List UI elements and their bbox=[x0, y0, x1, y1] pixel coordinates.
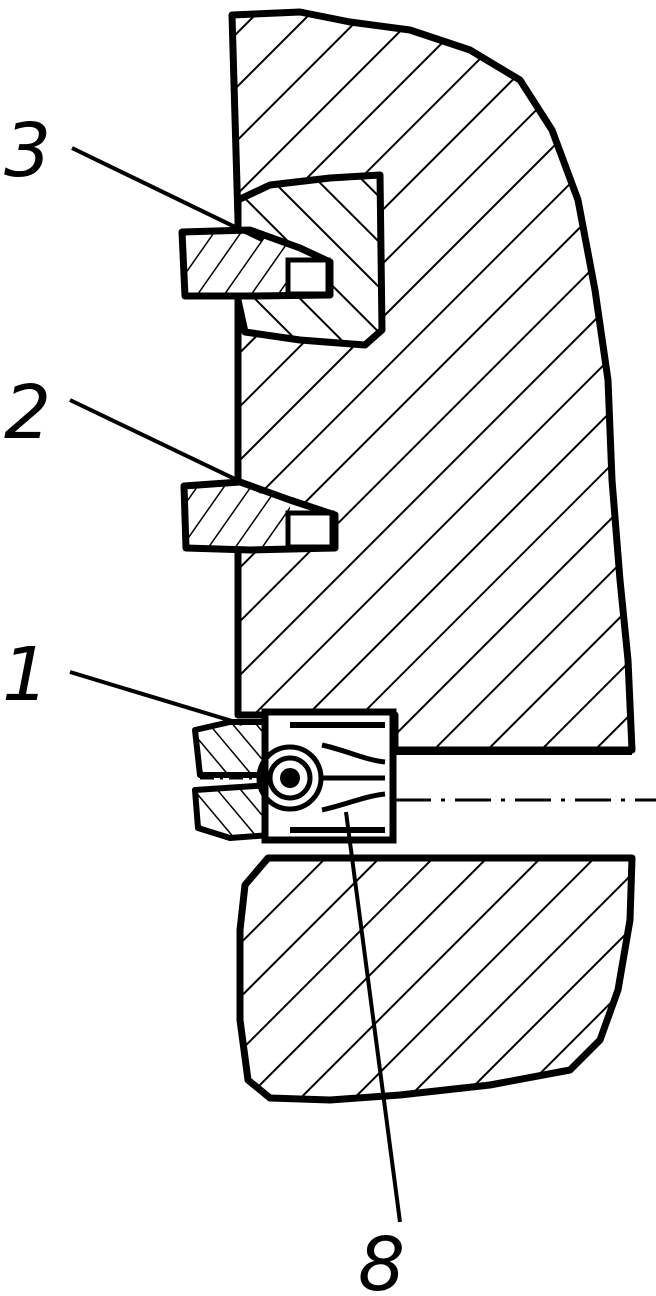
leader-line-1 bbox=[69, 670, 243, 726]
callout-label-3: 3 bbox=[4, 108, 51, 194]
leader-lines bbox=[69, 146, 402, 1223]
leader-line-3 bbox=[71, 146, 263, 242]
main-body-upper bbox=[228, 8, 636, 754]
callout-label-1: 1 bbox=[2, 632, 49, 718]
oil-drain-bore bbox=[200, 749, 656, 861]
ring-expander-8 bbox=[256, 722, 386, 833]
callout-label-2: 2 bbox=[4, 370, 51, 456]
leader-line-2 bbox=[69, 398, 263, 494]
oil-control-ring-1 bbox=[192, 708, 397, 844]
leader-line-8 bbox=[344, 811, 402, 1223]
piston-ring-2 bbox=[180, 478, 339, 554]
main-body-lower bbox=[236, 854, 636, 1104]
callout-label-8: 8 bbox=[358, 1222, 405, 1296]
callout-labels: 3 2 1 8 bbox=[2, 108, 405, 1296]
piston-ring-3 bbox=[178, 226, 334, 300]
